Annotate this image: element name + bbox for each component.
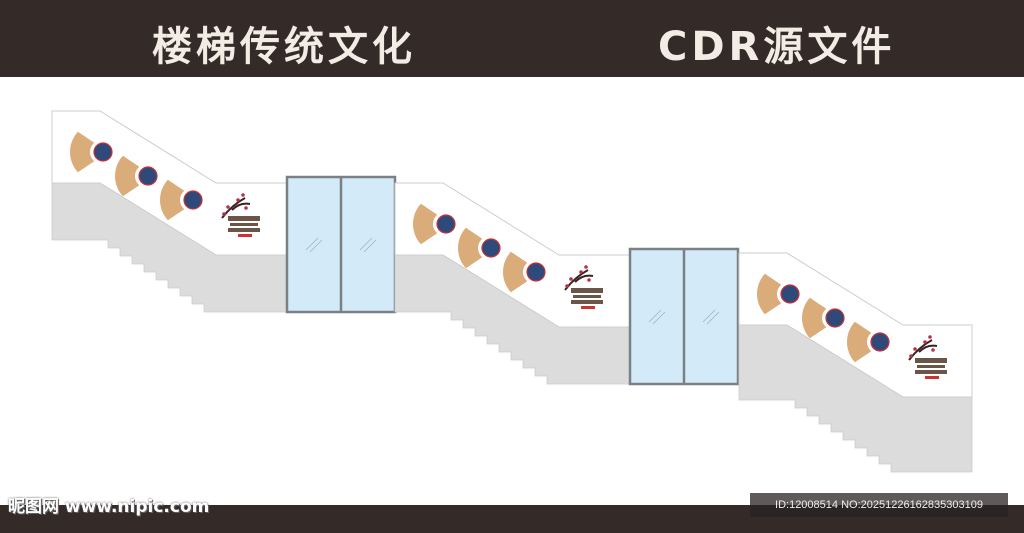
stair-steps (394, 254, 631, 385)
stair-flight-3 (738, 252, 973, 473)
sign-board (571, 300, 603, 304)
sign-seal (925, 376, 939, 379)
header-bar: 楼梯传统文化 CDR源文件 (0, 0, 1024, 77)
plum-blossom-icon (909, 354, 913, 358)
medallion-icon (780, 284, 800, 304)
stair-flight-2 (394, 182, 740, 386)
plum-blossom-icon (584, 265, 588, 269)
glass-reflection (305, 237, 377, 253)
plum-blossom-icon (928, 335, 932, 339)
medallion-icon (481, 238, 501, 258)
sign-board (228, 216, 260, 221)
fan-panel (503, 251, 541, 293)
fan-panel (114, 155, 153, 197)
plum-blossom-icon (587, 278, 591, 282)
sign-board (573, 295, 601, 298)
plum-blossom-icon (913, 347, 917, 351)
fan-panel (458, 227, 496, 269)
fan-panel (413, 203, 451, 245)
sign-board (915, 358, 947, 363)
plum-blossom-icon (931, 348, 935, 352)
medallion-icon (825, 308, 845, 328)
fan-panel (69, 131, 108, 173)
medallion-icon (93, 142, 113, 162)
medallion-icon (436, 214, 456, 234)
plum-blossom-icon (565, 284, 569, 288)
sign-seal (581, 306, 595, 309)
plum-blossom-icon (569, 277, 573, 281)
sign-board (915, 370, 947, 374)
plum-blossom-icon (222, 212, 226, 216)
plum-blossom-icon (226, 205, 230, 209)
plum-branch-icon (221, 197, 251, 219)
plum-branch-icon (564, 269, 594, 291)
sign-seal (238, 234, 252, 237)
medallion-icon (138, 166, 158, 186)
plum-blossom-icon (579, 270, 583, 274)
fan-panel (160, 179, 198, 221)
sign-board (230, 223, 258, 226)
image-id-label: ID:12008514 NO:20251226162835303109 (750, 493, 1008, 517)
page-title: 楼梯传统文化 (152, 24, 416, 70)
fan-panel (802, 297, 840, 339)
sign-board (228, 228, 260, 232)
stair-flight-1 (51, 110, 397, 314)
sign-board (571, 288, 603, 293)
fan-panel (847, 321, 885, 363)
plum-blossom-icon (236, 198, 240, 202)
file-format-label: CDR源文件 (658, 24, 896, 70)
stair-steps (738, 324, 973, 473)
glass-reflection (648, 309, 720, 325)
medallion-icon (526, 262, 546, 282)
plum-blossom-icon (241, 193, 245, 197)
stair-steps (51, 182, 288, 313)
sign-board (917, 365, 945, 368)
medallion-icon (870, 332, 890, 352)
medallion-icon (183, 190, 203, 210)
plum-blossom-icon (244, 206, 248, 210)
plum-blossom-icon (923, 340, 927, 344)
plum-branch-icon (908, 339, 938, 361)
fan-panel (757, 273, 795, 315)
watermark-logo: 昵图网 www.nipic.com (8, 497, 210, 517)
